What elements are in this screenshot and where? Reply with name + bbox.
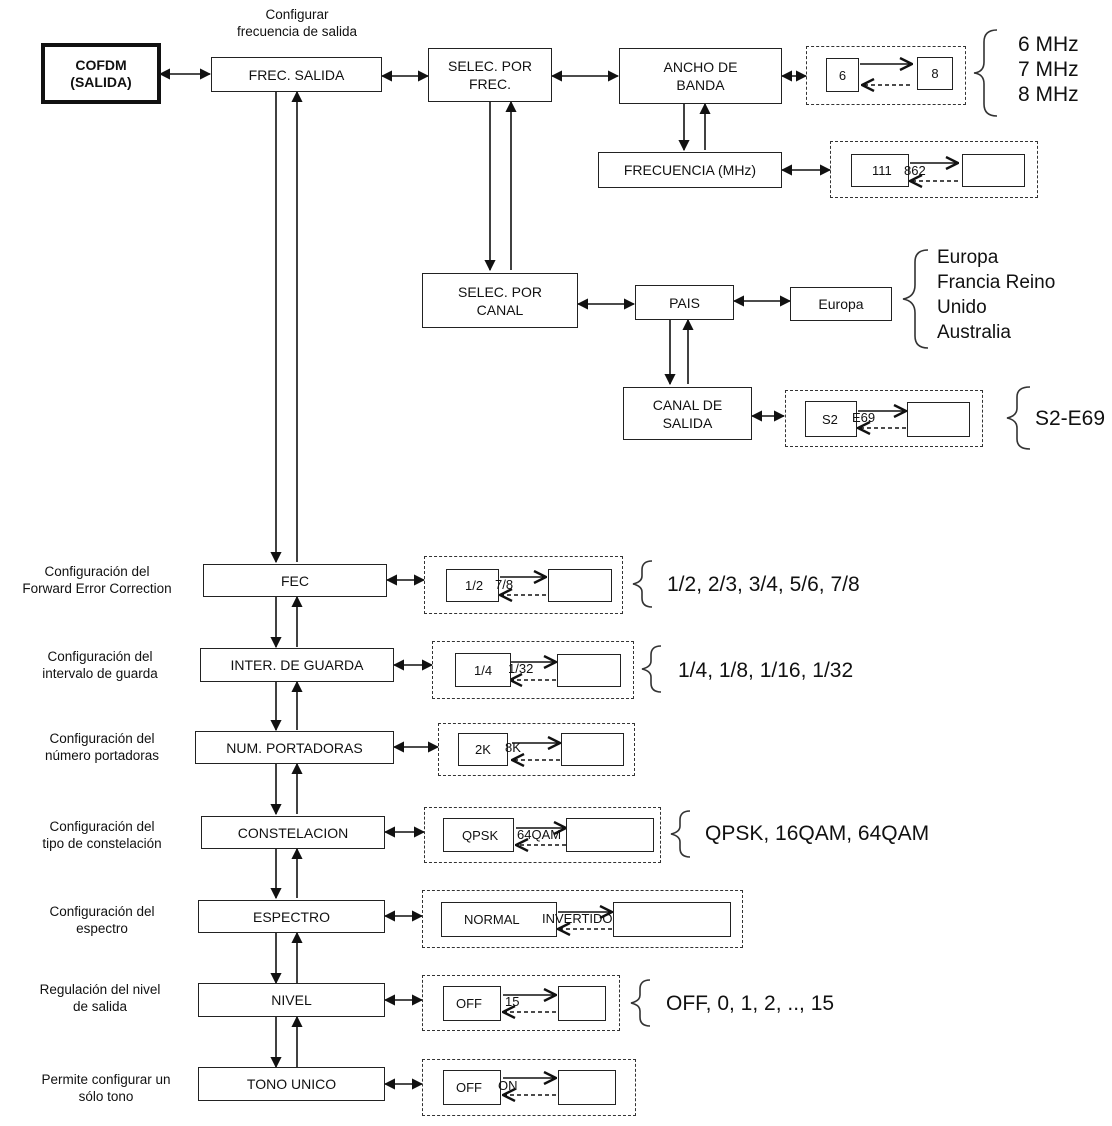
frecuencia-target-box[interactable]: [962, 154, 1025, 187]
tono-unico-box[interactable]: TONO UNICO: [198, 1067, 385, 1101]
constelacion-target-box[interactable]: [566, 818, 654, 852]
espectro-caption: Configuración del espectro: [49, 904, 155, 936]
portadoras-target-box[interactable]: [561, 733, 624, 766]
canal-to-label: E69: [852, 410, 876, 425]
guarda-target-box[interactable]: [557, 654, 621, 687]
espectro-box[interactable]: ESPECTRO: [198, 900, 385, 933]
guarda-selector-group: [432, 641, 634, 699]
cofdm-salida-box: COFDM (SALIDA): [41, 43, 161, 104]
constelacion-box[interactable]: CONSTELACION: [201, 816, 385, 849]
pais-options-list: Europa Francia Reino Unido Australia: [937, 247, 1056, 343]
frecuencia-caption: Configurar frecuencia de salida: [236, 7, 358, 39]
tono-target-box[interactable]: [558, 1070, 616, 1105]
canal-selector-group: [785, 390, 983, 447]
guarda-to-label: 1/32: [508, 661, 534, 676]
frecuencia-to-label: 862: [904, 163, 926, 178]
fec-to-label: 7/8: [495, 577, 514, 592]
fec-options-list: 1/2, 2/3, 3/4, 5/6, 7/8: [667, 573, 860, 596]
constelacion-selector-group: [424, 807, 661, 863]
frecuencia-selector-group: [830, 141, 1038, 198]
pais-value-box[interactable]: Europa: [790, 287, 892, 321]
constelacion-options-list: QPSK, 16QAM, 64QAM: [705, 822, 930, 845]
frec-salida-box[interactable]: FREC. SALIDA: [211, 57, 382, 92]
fec-caption: Configuración del Forward Error Correcti…: [22, 564, 172, 596]
selec-canal-box[interactable]: SELEC. POR CANAL: [422, 273, 578, 328]
nivel-box[interactable]: NIVEL: [198, 983, 385, 1017]
espectro-target-box[interactable]: [613, 902, 731, 937]
portadoras-from-value[interactable]: 2K: [458, 733, 508, 766]
espectro-selector-group: [422, 890, 743, 948]
fec-selector-group: [424, 556, 623, 614]
guarda-from-value[interactable]: 1/4: [455, 653, 511, 687]
espectro-to-label: INVERTIDO: [542, 911, 613, 926]
selec-frec-box[interactable]: SELEC. POR FREC.: [428, 48, 552, 102]
espectro-from-value[interactable]: NORMAL: [441, 902, 557, 937]
inter-guarda-box[interactable]: INTER. DE GUARDA: [200, 648, 394, 682]
canal-salida-box[interactable]: CANAL DE SALIDA: [623, 387, 752, 440]
guarda-options-list: 1/4, 1/8, 1/16, 1/32: [678, 659, 854, 682]
canal-from-value[interactable]: S2: [805, 401, 857, 437]
constelacion-from-value[interactable]: QPSK: [443, 818, 514, 852]
tono-caption: Permite configurar un sólo tono: [41, 1072, 171, 1104]
ancho-selector-group: [806, 46, 966, 105]
ancho-from-value[interactable]: 6: [826, 58, 859, 92]
nivel-options-list: OFF, 0, 1, 2, .., 15: [666, 992, 835, 1015]
pais-box[interactable]: PAIS: [635, 285, 734, 320]
fec-box[interactable]: FEC: [203, 564, 387, 597]
frecuencia-from-value[interactable]: 111: [851, 154, 909, 187]
ancho-options-list: 6 MHz 7 MHz 8 MHz: [1018, 33, 1079, 106]
tono-selector-group: [422, 1059, 636, 1116]
nivel-target-box[interactable]: [558, 986, 606, 1021]
ancho-to-value[interactable]: 8: [917, 57, 953, 90]
nivel-caption: Regulación del nivel de salida: [39, 982, 161, 1014]
portadoras-caption: Configuración del número portadoras: [44, 731, 160, 763]
constelacion-caption: Configuración del tipo de constelación: [42, 819, 162, 851]
guarda-caption: Configuración del intervalo de guarda: [42, 649, 158, 681]
tono-to-label: ON: [498, 1078, 518, 1093]
canal-target-box[interactable]: [907, 402, 970, 437]
tono-from-value[interactable]: OFF: [443, 1070, 501, 1105]
fec-from-value[interactable]: 1/2: [446, 569, 499, 602]
ancho-banda-box[interactable]: ANCHO DE BANDA: [619, 48, 782, 104]
num-portadoras-box[interactable]: NUM. PORTADORAS: [195, 731, 394, 764]
nivel-from-value[interactable]: OFF: [443, 986, 501, 1021]
portadoras-selector-group: [438, 723, 635, 776]
frecuencia-box[interactable]: FRECUENCIA (MHz): [598, 152, 782, 188]
nivel-selector-group: [422, 975, 620, 1031]
nivel-to-label: 15: [505, 994, 520, 1009]
portadoras-to-label: 8K: [505, 740, 521, 755]
fec-target-box[interactable]: [548, 569, 612, 602]
constelacion-to-label: 64QAM: [517, 827, 562, 842]
canal-options-list: S2-E69: [1035, 407, 1106, 430]
